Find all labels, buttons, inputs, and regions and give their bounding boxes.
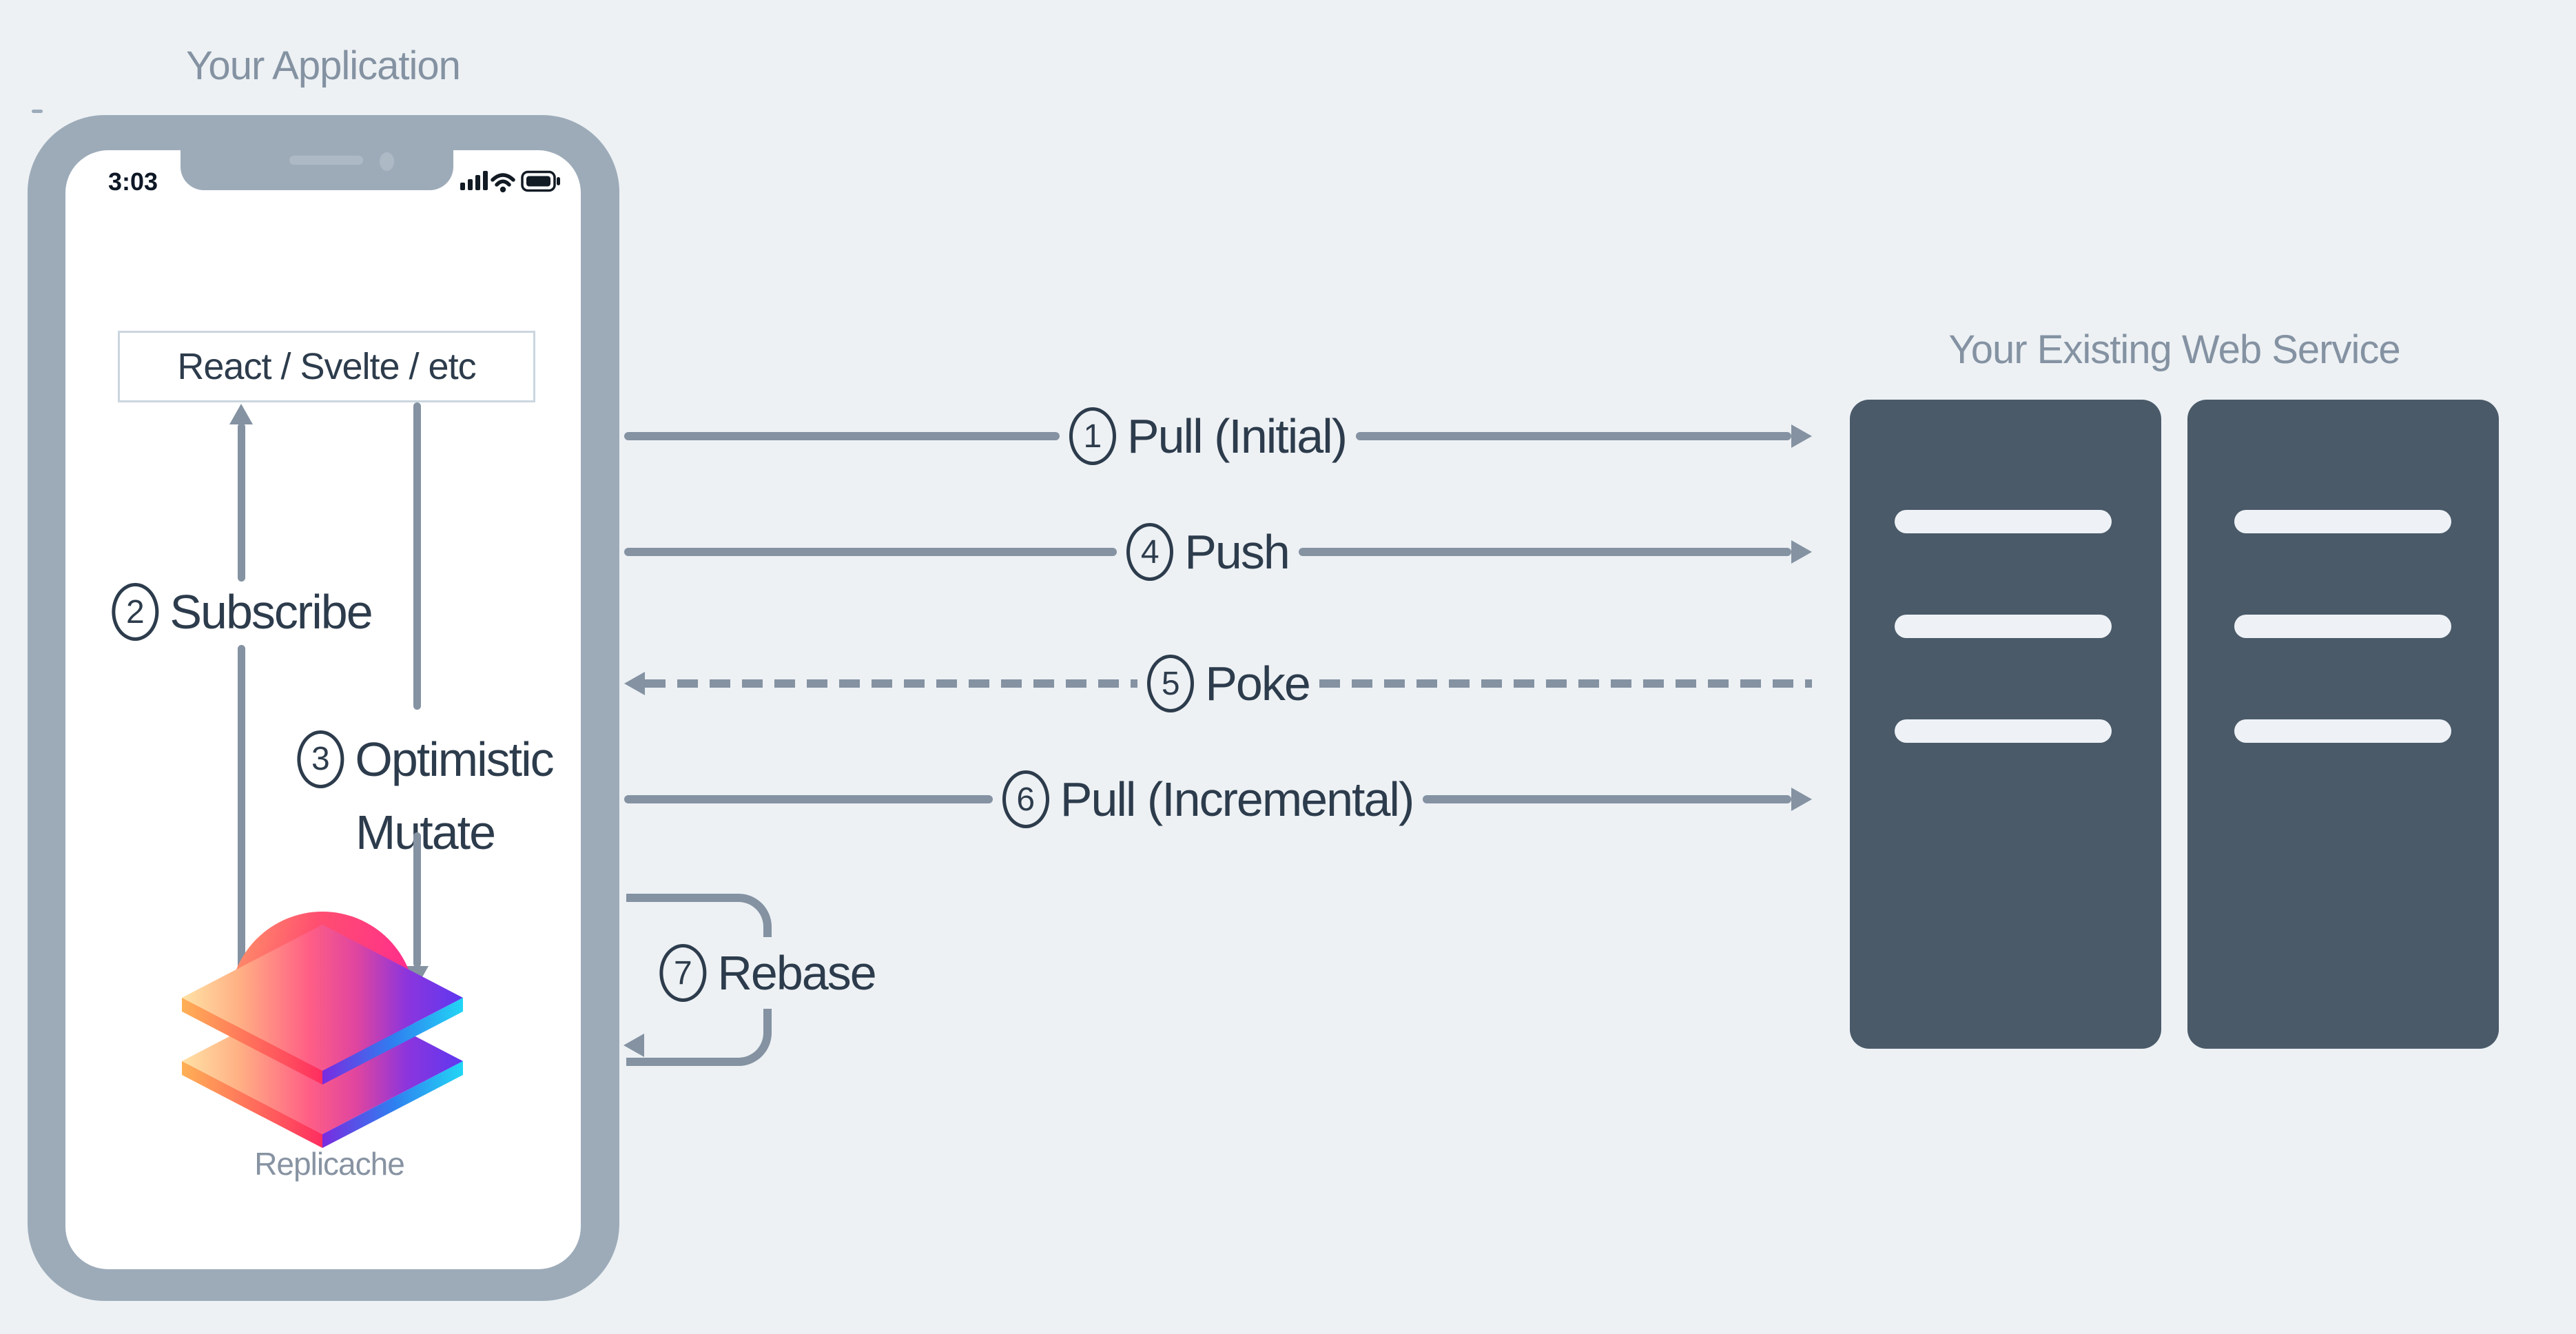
server-rack-right: [2187, 400, 2499, 1049]
framework-box: React / Svelte / etc: [118, 331, 535, 402]
status-bar-icons: [460, 170, 560, 193]
pull-initial-line-right: [1356, 432, 1791, 440]
pull-incremental-line-left: [624, 795, 993, 803]
server-slot: [2234, 510, 2451, 533]
mutate-arrow-line-upper: [413, 402, 421, 710]
rebase-label: 7 Rebase: [646, 937, 889, 1009]
push-line-left: [624, 548, 1117, 556]
circled-number-5: 5: [1147, 655, 1195, 712]
poke-line-right: [1319, 679, 1812, 688]
subscribe-label: 2 Subscribe: [112, 583, 373, 641]
replicache-label: Replicache: [254, 1146, 405, 1182]
stray-mark: [32, 110, 43, 113]
circled-number-4: 4: [1126, 523, 1174, 581]
flow-pull-incremental: 6 Pull (Incremental): [624, 768, 1813, 831]
server-slot: [2234, 719, 2451, 743]
status-bar-time: 3:03: [107, 167, 158, 196]
pull-initial-arrowhead-icon: [1791, 424, 1812, 448]
application-title: Your Application: [186, 43, 461, 88]
flow-push: 4 Push: [624, 520, 1812, 584]
pull-initial-label: 1 Pull (Initial): [1069, 407, 1348, 465]
subscribe-label-text: Subscribe: [169, 585, 373, 639]
optimistic-mutate-label: 3 Optimistic Mutate: [297, 717, 555, 869]
pull-incremental-arrowhead-icon: [1791, 788, 1813, 811]
poke-line-left: [645, 679, 1138, 688]
subscribe-arrow-line: [238, 423, 245, 582]
flow-pull-initial: 1 Pull (Initial): [624, 404, 1812, 468]
circled-number-7: 7: [659, 944, 707, 1002]
rebase-label-text: Rebase: [717, 946, 876, 1000]
circled-number-6: 6: [1002, 770, 1049, 828]
mutate-arrow-line-lower: [413, 832, 421, 967]
push-arrowhead-icon: [1791, 540, 1812, 564]
circled-number-2: 2: [112, 583, 159, 641]
poke-label-text: Poke: [1205, 657, 1311, 710]
replicache-logo: [182, 912, 463, 1148]
subscribe-arrowhead-icon: [229, 404, 253, 424]
circled-number-1: 1: [1069, 407, 1116, 465]
optimistic-label-text: Optimistic: [355, 732, 554, 786]
battery-icon: [521, 170, 560, 192]
flow-poke: 5 Poke: [624, 652, 1812, 715]
circled-number-3: 3: [297, 730, 344, 788]
server-rack-left: [1850, 400, 2161, 1049]
poke-label: 5 Poke: [1147, 655, 1311, 712]
cellular-signal-icon: [460, 171, 488, 190]
mutate-label-text: Mutate: [356, 805, 496, 859]
pull-incremental-label-text: Pull (Incremental): [1060, 772, 1415, 826]
subscribe-arrow-line-lower: [238, 645, 245, 996]
phone-camera-icon: [380, 152, 394, 171]
wifi-icon: [491, 173, 515, 187]
pull-initial-line-left: [624, 432, 1060, 440]
server-slot: [2234, 615, 2451, 638]
framework-box-label: React / Svelte / etc: [177, 346, 476, 387]
wifi-dot: [499, 186, 506, 193]
pull-initial-label-text: Pull (Initial): [1126, 409, 1348, 463]
push-line-right: [1298, 548, 1791, 556]
pull-incremental-label: 6 Pull (Incremental): [1002, 770, 1414, 828]
push-label: 4 Push: [1126, 523, 1290, 581]
poke-arrowhead-icon: [624, 672, 645, 695]
server-slot: [1895, 615, 2112, 638]
push-label-text: Push: [1184, 525, 1290, 579]
server-slot: [1895, 510, 2112, 533]
web-service-title: Your Existing Web Service: [1948, 327, 2400, 372]
pull-incremental-line-right: [1423, 795, 1792, 803]
server-slot: [1895, 719, 2112, 743]
rebase-arrowhead-icon: [624, 1034, 644, 1057]
phone-speaker-icon: [289, 156, 363, 165]
